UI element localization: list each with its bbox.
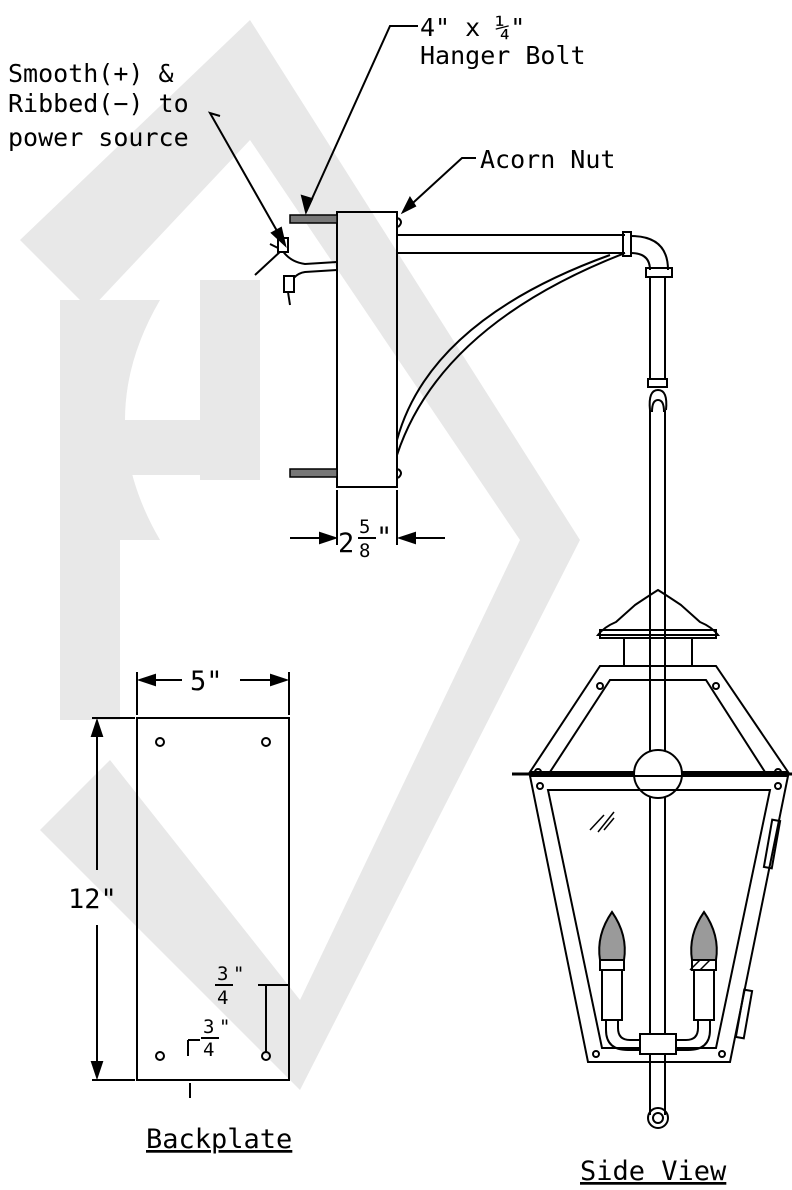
depth-dimension (290, 490, 445, 545)
bolt-label-line1: 4" x ¼" (420, 13, 525, 42)
wire-label-line2: Ribbed(−) to (8, 89, 189, 118)
backplate-title: Backplate (146, 1124, 292, 1155)
lantern (512, 588, 792, 1063)
acorn-leader (400, 157, 476, 215)
height-value: 12" (68, 884, 117, 915)
hole-h-denominator: 4 (203, 1039, 214, 1061)
hanging-rod (647, 277, 669, 1129)
hole-offset-dimension (187, 984, 289, 1098)
depth-unit: " (376, 522, 392, 553)
hanger-bolt-top (289, 214, 402, 228)
watermark-logo (20, 20, 580, 1090)
hole-v-numerator: 3 (217, 963, 228, 985)
side-view-title: Side View (580, 1156, 727, 1187)
hole-h-unit: " (219, 1016, 230, 1038)
acorn-nut-label: Acorn Nut (480, 145, 615, 174)
depth-denominator: 8 (359, 540, 370, 562)
depth-whole: 2 (338, 528, 354, 559)
bolt-label-line2: Hanger Bolt (420, 41, 586, 70)
width-dimension (136, 672, 290, 715)
wire-label-line1: Smooth(+) & (8, 59, 174, 88)
bracket-arm (396, 231, 673, 456)
hole-v-denominator: 4 (217, 987, 228, 1009)
hanger-bolt-bottom (289, 468, 402, 479)
backplate-front (136, 717, 290, 1081)
depth-numerator: 5 (359, 516, 370, 538)
width-value: 5" (190, 666, 223, 697)
hole-h-numerator: 3 (203, 1016, 214, 1038)
height-dimension (90, 717, 135, 1081)
wire-label-line3: power source (8, 123, 189, 152)
wall-backplate-side (336, 211, 398, 488)
bolt-leader (300, 25, 418, 215)
wire-leader (207, 111, 287, 248)
hole-v-unit: " (233, 963, 244, 985)
